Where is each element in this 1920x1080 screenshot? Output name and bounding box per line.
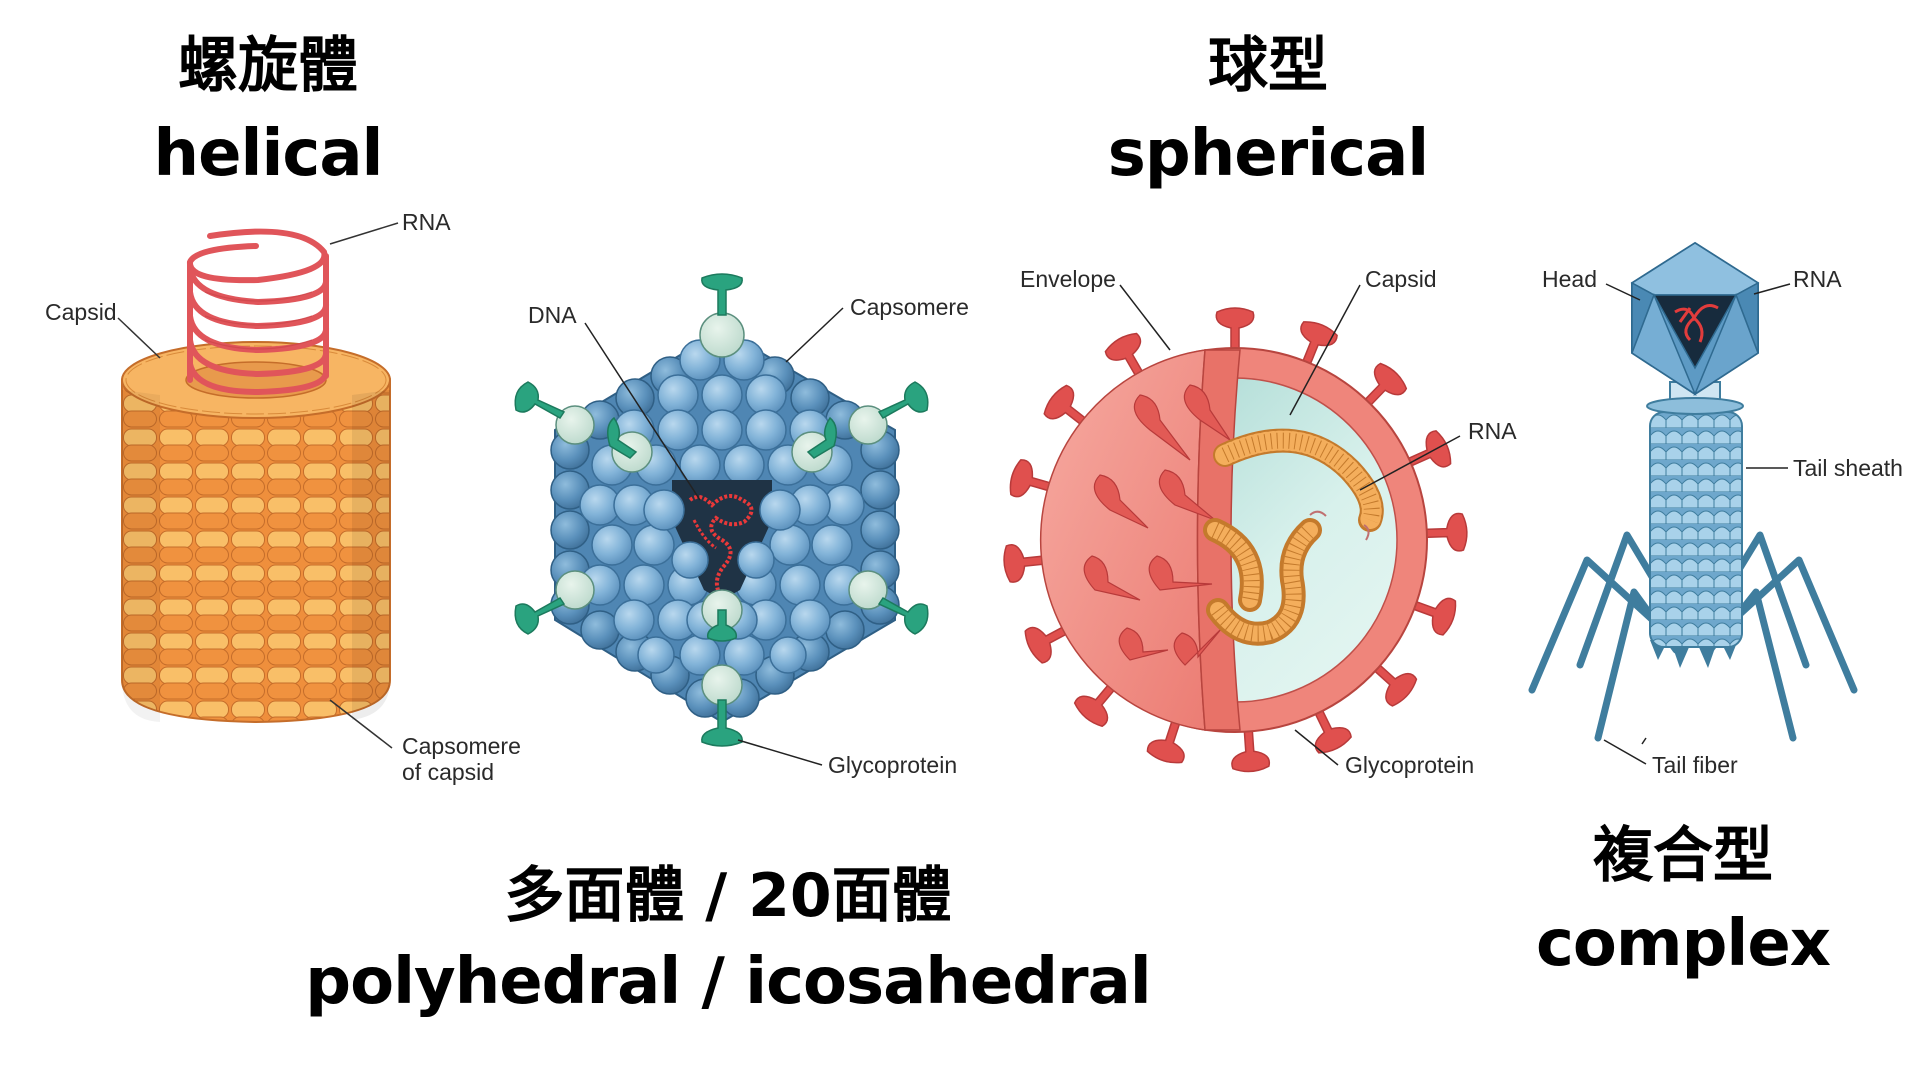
helical-title-zh: 螺旋體 [178, 31, 358, 101]
complex-title-zh: 複合型 [1593, 821, 1773, 891]
helical-title-en: helical [153, 117, 384, 191]
glycoprotein-spikes [514, 273, 929, 747]
helical-rna-label: RNA [402, 209, 451, 235]
polyhedral-virus [514, 273, 929, 766]
capsid-leader-line [1289, 284, 1361, 416]
capsomere-spheres [550, 339, 900, 718]
capsomere-leader-line [785, 307, 844, 363]
helical-virus [117, 222, 399, 749]
rna-core [1652, 294, 1738, 370]
complex-rna-label: RNA [1793, 266, 1842, 292]
helical-capsomere-label: Capsomere of capsid [402, 733, 521, 786]
helical-capsid-label: Capsid [45, 299, 117, 325]
dna-leader-line [584, 322, 701, 501]
complex-tail-fiber-label: Tail fiber [1652, 752, 1738, 778]
spherical-rna-label: RNA [1468, 418, 1517, 444]
complex-virus [1528, 241, 1858, 765]
spherical-virus [1003, 284, 1468, 773]
dna-strand [688, 494, 754, 591]
spherical-capsid-label: Capsid [1365, 266, 1437, 292]
polyhedral-title-zh: 多面體 / 20面體 [504, 861, 952, 931]
glycoprotein-leader-line [737, 739, 823, 766]
tail-fiber-leader-line [1603, 739, 1647, 765]
tail-sheath [1649, 411, 1743, 648]
spherical-glycoprotein-label: Glycoprotein [1345, 752, 1475, 778]
rna-leader-line [1753, 283, 1791, 295]
head-leader-line [1605, 283, 1641, 301]
envelope-leader-line [1119, 284, 1171, 351]
glycoprotein-leader-line [1294, 729, 1339, 766]
polyhedral-capsomere-label: Capsomere [850, 294, 969, 320]
complex-head-label: Head [1542, 266, 1597, 292]
capsid-rna-coil [1203, 428, 1384, 646]
complex-title-en: complex [1535, 907, 1831, 981]
rna-leader-line [329, 222, 399, 245]
rna-leader-line [1359, 435, 1461, 491]
spherical-title-zh: 球型 [1208, 31, 1328, 101]
spherical-title-en: spherical [1107, 117, 1429, 191]
spherical-envelope-label: Envelope [1020, 266, 1116, 292]
polyhedral-glycoprotein-label: Glycoprotein [828, 752, 958, 778]
rna-helix [187, 228, 329, 396]
capsomere-leader-line [329, 699, 393, 749]
polyhedral-title-en: polyhedral / icosahedral [305, 945, 1151, 1019]
envelope-spikes [1003, 307, 1468, 773]
capsid-leader-line [117, 317, 161, 359]
polyhedral-dna-label: DNA [528, 302, 577, 328]
complex-tail-sheath-label: Tail sheath [1793, 455, 1903, 481]
capsomere-label-line-2: of capsid [402, 759, 495, 786]
phage-head [1630, 241, 1760, 396]
capsomere-label-line-1: Capsomere [402, 733, 521, 759]
